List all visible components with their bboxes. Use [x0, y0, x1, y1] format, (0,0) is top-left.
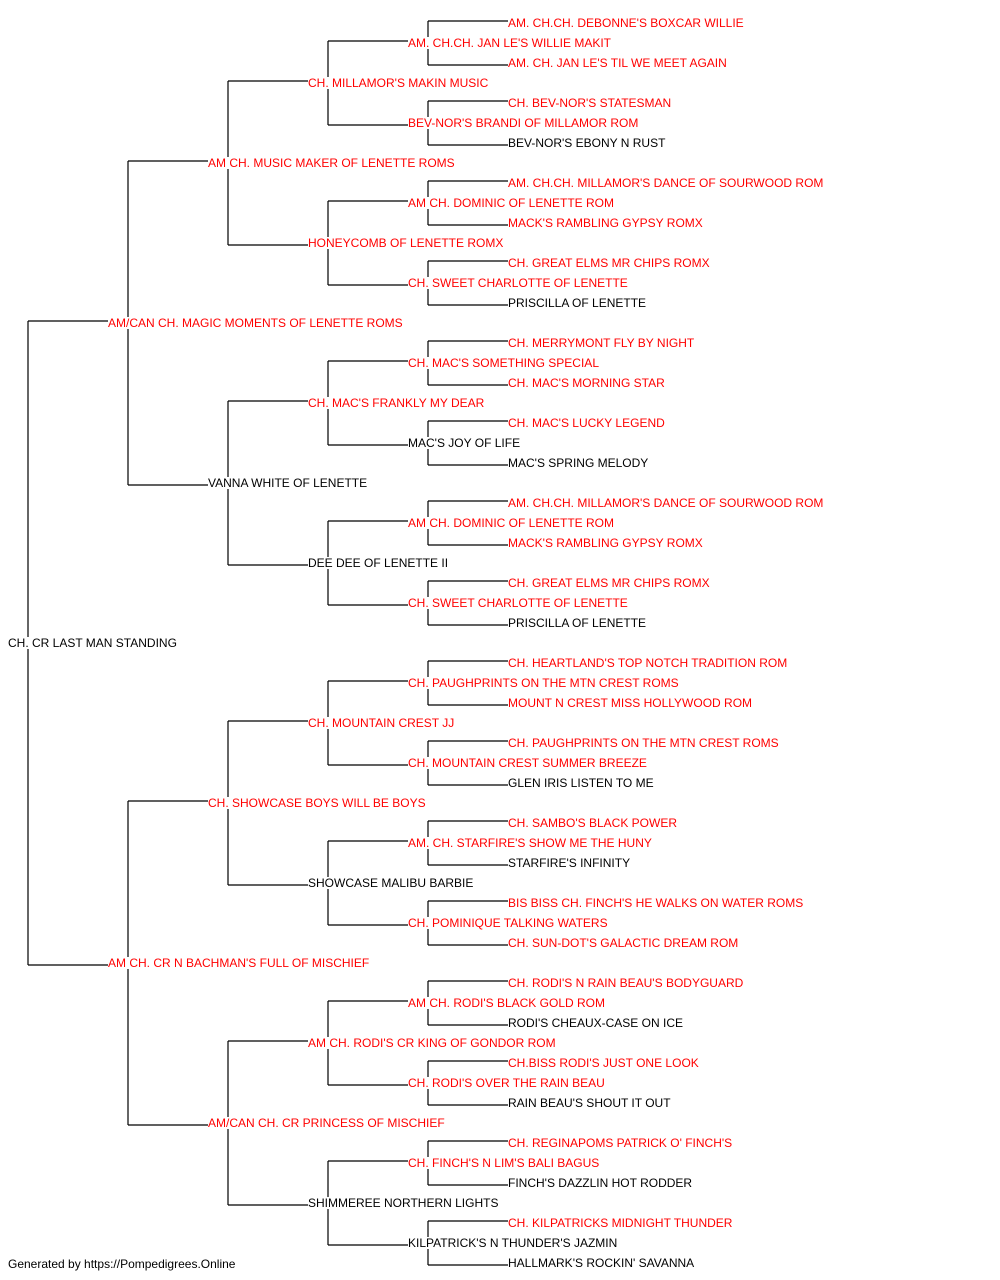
dam-name: MOUNT N CREST MISS HOLLYWOOD ROM: [508, 696, 753, 710]
dam-name: VANNA WHITE OF LENETTE: [208, 476, 368, 490]
subject-dog-name: CH. CR LAST MAN STANDING: [8, 636, 177, 650]
sire-name: CH. KILPATRICKS MIDNIGHT THUNDER: [508, 1216, 733, 1230]
sire-name: CH. HEARTLAND'S TOP NOTCH TRADITION ROM: [508, 656, 788, 670]
dam-name: CH. POMINIQUE TALKING WATERS: [408, 916, 608, 930]
footer-credit: Generated by https://Pompedigrees.Online: [8, 1257, 236, 1271]
dam-name: RAIN BEAU'S SHOUT IT OUT: [508, 1096, 671, 1110]
dam-name: RODI'S CHEAUX-CASE ON ICE: [508, 1016, 683, 1030]
dam-name: FINCH'S DAZZLIN HOT RODDER: [508, 1176, 693, 1190]
sire-name: CH. MILLAMOR'S MAKIN MUSIC: [308, 76, 489, 90]
sire-name: AM CH. DOMINIC OF LENETTE ROM: [408, 516, 615, 530]
sire-name: CH. MAC'S LUCKY LEGEND: [508, 416, 665, 430]
dam-name: MACK'S RAMBLING GYPSY ROMX: [508, 216, 703, 230]
sire-name: AM. CH.CH. MILLAMOR'S DANCE OF SOURWOOD …: [508, 496, 824, 510]
sire-name: BIS BISS CH. FINCH'S HE WALKS ON WATER R…: [508, 896, 804, 910]
sire-name: AM. CH.CH. DEBONNE'S BOXCAR WILLIE: [508, 16, 744, 30]
sire-name: CH. MOUNTAIN CREST JJ: [308, 716, 455, 730]
sire-name: AM. CH.CH. JAN LE'S WILLIE MAKIT: [408, 36, 611, 50]
dam-name: PRISCILLA OF LENETTE: [508, 296, 647, 310]
dam-name: KILPATRICK'S N THUNDER'S JAZMIN: [408, 1236, 618, 1250]
sire-name: CH.BISS RODI'S JUST ONE LOOK: [508, 1056, 699, 1070]
sire-name: CH. MAC'S FRANKLY MY DEAR: [308, 396, 485, 410]
dam-name: CH. MAC'S MORNING STAR: [508, 376, 665, 390]
sire-name: CH. PAUGHPRINTS ON THE MTN CREST ROMS: [508, 736, 779, 750]
sire-name: CH. REGINAPOMS PATRICK O' FINCH'S: [508, 1136, 733, 1150]
sire-name: AM CH. RODI'S CR KING OF GONDOR ROM: [308, 1036, 556, 1050]
sire-name: CH. PAUGHPRINTS ON THE MTN CREST ROMS: [408, 676, 679, 690]
sire-name: AM/CAN CH. MAGIC MOMENTS OF LENETTE ROMS: [108, 316, 403, 330]
dam-name: MAC'S JOY OF LIFE: [408, 436, 521, 450]
dam-name: MAC'S SPRING MELODY: [508, 456, 649, 470]
dam-name: SHIMMEREE NORTHERN LIGHTS: [308, 1196, 499, 1210]
dam-name: CH. RODI'S OVER THE RAIN BEAU: [408, 1076, 605, 1090]
dam-name: HONEYCOMB OF LENETTE ROMX: [308, 236, 504, 250]
dam-name: CH. SUN-DOT'S GALACTIC DREAM ROM: [508, 936, 739, 950]
dam-name: STARFIRE'S INFINITY: [508, 856, 631, 870]
sire-name: CH. GREAT ELMS MR CHIPS ROMX: [508, 256, 710, 270]
sire-name: AM. CH. STARFIRE'S SHOW ME THE HUNY: [408, 836, 652, 850]
sire-name: AM. CH.CH. MILLAMOR'S DANCE OF SOURWOOD …: [508, 176, 824, 190]
sire-name: CH. RODI'S N RAIN BEAU'S BODYGUARD: [508, 976, 744, 990]
sire-name: CH. BEV-NOR'S STATESMAN: [508, 96, 672, 110]
dam-name: GLEN IRIS LISTEN TO ME: [508, 776, 654, 790]
sire-name: CH. GREAT ELMS MR CHIPS ROMX: [508, 576, 710, 590]
dam-name: BEV-NOR'S EBONY N RUST: [508, 136, 666, 150]
dam-name: AM CH. CR N BACHMAN'S FULL OF MISCHIEF: [108, 956, 370, 970]
sire-name: CH. SHOWCASE BOYS WILL BE BOYS: [208, 796, 426, 810]
sire-name: AM CH. MUSIC MAKER OF LENETTE ROMS: [208, 156, 455, 170]
sire-name: CH. MAC'S SOMETHING SPECIAL: [408, 356, 599, 370]
dam-name: AM/CAN CH. CR PRINCESS OF MISCHIEF: [208, 1116, 445, 1130]
dam-name: CH. SWEET CHARLOTTE OF LENETTE: [408, 276, 628, 290]
sire-name: AM CH. DOMINIC OF LENETTE ROM: [408, 196, 615, 210]
dam-name: DEE DEE OF LENETTE II: [308, 556, 449, 570]
dam-name: SHOWCASE MALIBU BARBIE: [308, 876, 474, 890]
dam-name: AM. CH. JAN LE'S TIL WE MEET AGAIN: [508, 56, 727, 70]
dam-name: BEV-NOR'S BRANDI OF MILLAMOR ROM: [408, 116, 639, 130]
dam-name: CH. SWEET CHARLOTTE OF LENETTE: [408, 596, 628, 610]
dam-name: PRISCILLA OF LENETTE: [508, 616, 647, 630]
sire-name: CH. MERRYMONT FLY BY NIGHT: [508, 336, 695, 350]
sire-name: AM CH. RODI'S BLACK GOLD ROM: [408, 996, 605, 1010]
dam-name: CH. MOUNTAIN CREST SUMMER BREEZE: [408, 756, 647, 770]
sire-name: CH. SAMBO'S BLACK POWER: [508, 816, 677, 830]
sire-name: CH. FINCH'S N LIM'S BALI BAGUS: [408, 1156, 600, 1170]
dam-name: HALLMARK'S ROCKIN' SAVANNA: [508, 1256, 695, 1270]
dam-name: MACK'S RAMBLING GYPSY ROMX: [508, 536, 703, 550]
